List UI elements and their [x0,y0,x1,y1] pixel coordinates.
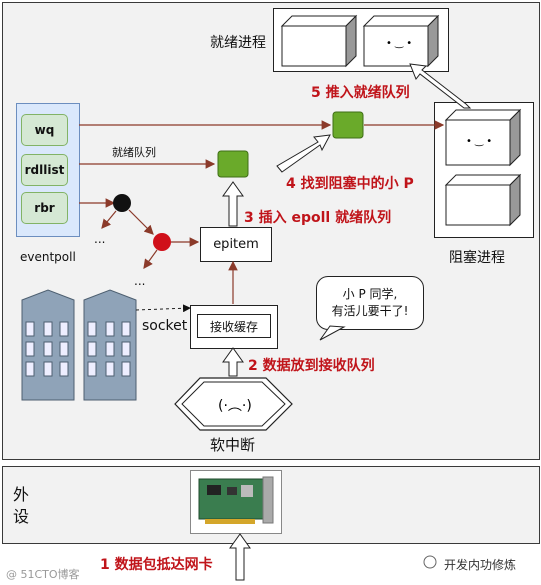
building-1-numbers: 1 2 3 [30,307,67,322]
step-4-label: 4 找到阻塞中的小 P [286,176,414,192]
socket-box: 接收缓存 [190,305,278,349]
ready-queue-label: 就绪队列 [112,146,156,159]
wechat-icon [423,555,437,569]
eventpoll-struct: wq rdllist rbr [16,103,80,237]
epitem-box: epitem [200,227,272,262]
network-card [190,470,282,534]
speech-bubble-text: 小 P 同学, 有活儿要干了! [331,287,409,318]
rbr-field: rbr [21,192,68,224]
ellipsis-1: ... [94,232,106,246]
socket-label: socket [142,318,188,334]
recv-buffer-label: 接收缓存 [209,319,258,334]
blocked-process-label: 阻塞进程 [449,250,505,266]
speech-bubble: 小 P 同学, 有活儿要干了! [316,276,424,330]
recv-buffer: 接收缓存 [197,314,271,338]
wq-field: wq [21,114,68,146]
rdllist-field: rdllist [21,154,68,186]
step-3-label: 3 插入 epoll 就绪队列 [244,210,392,226]
ready-process-label: 就绪进程 [210,35,266,51]
watermark-left: @ 51CTO博客 [6,568,80,581]
softirq-label: 软中断 [210,436,256,454]
step-5-label: 5 推入就绪队列 [311,85,410,101]
blocked-process-container [434,102,534,238]
building-2-numbers: 4 5 6 [90,307,127,322]
epitem-label: epitem [213,237,259,252]
peripheral-label: 外 设 [13,485,30,526]
network-card-icon [198,476,274,524]
watermark-right: 开发内功修炼 [444,558,517,572]
step-2-label: 2 数据放到接收队列 [248,358,375,374]
eventpoll-label: eventpoll [20,250,76,264]
ellipsis-2: ... [134,274,146,288]
ready-process-container [273,8,449,72]
step-1-label: 1 数据包抵达网卡 [100,557,213,573]
